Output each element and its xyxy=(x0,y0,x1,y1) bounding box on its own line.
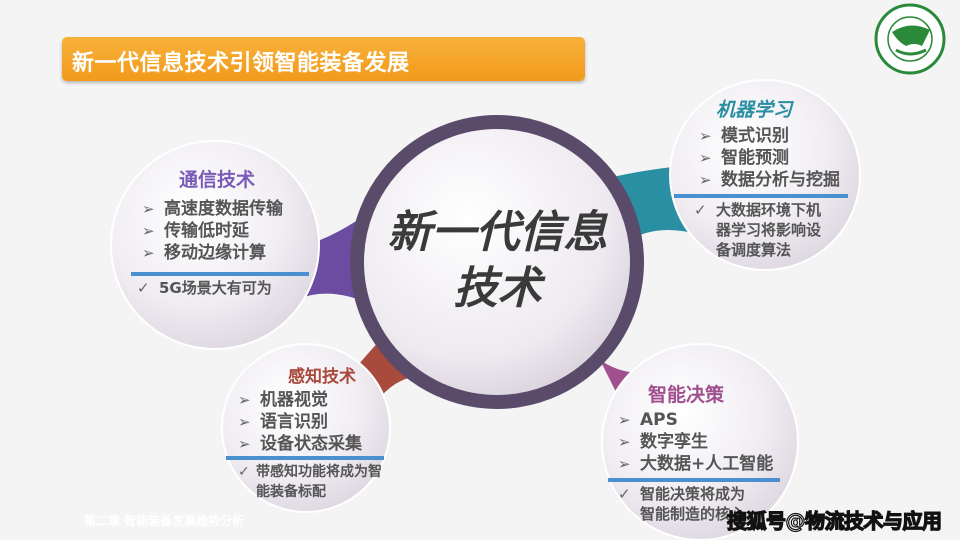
center-label: 新一代信息 技术 xyxy=(375,205,620,317)
note: ✓ 智能决策将成为智能制造的核心 xyxy=(618,484,758,524)
item-text: 大数据+人工智能 xyxy=(640,454,774,474)
bubble-comm-circle xyxy=(110,140,320,350)
check-icon: ✓ xyxy=(238,464,250,480)
note-text: 5G场景大有可为 xyxy=(159,279,272,297)
center-ring xyxy=(350,115,644,409)
item-text: 语言识别 xyxy=(260,412,328,432)
arrow-icon: ➢ xyxy=(618,455,631,473)
bubble-ml: 机器学习 ➢ 模式识别 ➢ 智能预测 ➢ 数据分析与挖掘 ✓ 大数据环境下机器学习将影响… xyxy=(674,95,854,260)
arrow-icon: ➢ xyxy=(618,411,631,429)
list-item: ➢ 传输低时延 xyxy=(137,220,312,242)
list-item: ➢ 模式识别 xyxy=(694,125,854,147)
check-icon: ✓ xyxy=(618,485,631,503)
arrow-icon: ➢ xyxy=(699,171,712,189)
list-item: ➢ 设备状态采集 xyxy=(238,433,388,455)
separator xyxy=(131,272,309,276)
item-text: 传输低时延 xyxy=(164,221,249,241)
bubble-title: 机器学习 xyxy=(716,99,793,121)
bubble-sense-circle xyxy=(221,343,391,513)
note: ✓ 带感知功能将成为智能装备标配 xyxy=(238,462,388,502)
arrow-icon: ➢ xyxy=(238,413,251,431)
list-item: ➢ 数据分析与挖掘 xyxy=(694,169,854,191)
item-text: 数据分析与挖掘 xyxy=(721,170,840,190)
bubble-ml-circle xyxy=(669,79,861,271)
note: ✓ 大数据环境下机器学习将影响设备调度算法 xyxy=(694,200,834,260)
list-item: ➢ 机器视觉 xyxy=(238,389,388,411)
watermark: 搜狐号@物流技术与应用 xyxy=(726,508,942,533)
list-item: ➢ APS xyxy=(618,409,788,431)
arrow-icon: ➢ xyxy=(699,127,712,145)
bubble-title: 通信技术 xyxy=(178,169,255,191)
bubble-decision-circle xyxy=(601,343,799,540)
arrow-icon: ➢ xyxy=(142,222,155,240)
bubble-decision: 智能决策 ➢ APS ➢ 数字孪生 ➢ 大数据+人工智能 ✓ 智能决策将成为智能制造的核… xyxy=(608,380,788,524)
footer-chapter: 第二章 智能装备发展趋势分析 xyxy=(84,514,245,528)
bubble-title: 感知技术 xyxy=(288,367,356,387)
arrow-icon: ➢ xyxy=(142,200,155,218)
list-item: ➢ 移动边缘计算 xyxy=(137,242,312,264)
list-item: ➢ 语言识别 xyxy=(238,411,388,433)
university-logo xyxy=(874,3,946,75)
slide-title: 新一代信息技术引领智能装备发展 xyxy=(72,51,410,76)
list-item: ➢ 智能预测 xyxy=(694,147,854,169)
bubble-title: 智能决策 xyxy=(648,384,725,406)
note-text: 带感知功能将成为智能装备标配 xyxy=(256,464,382,500)
bubble-comm: 通信技术 ➢ 高速度数据传输 ➢ 传输低时延 ➢ 移动边缘计算 ✓ 5G场景大有可为 xyxy=(131,165,312,298)
center-line-1: 新一代信息 xyxy=(387,207,608,258)
item-text: 移动边缘计算 xyxy=(164,243,266,263)
item-text: 设备状态采集 xyxy=(260,434,362,454)
note-text: 智能决策将成为智能制造的核心 xyxy=(640,485,746,523)
item-text: 高速度数据传输 xyxy=(164,199,283,219)
item-text: APS xyxy=(640,410,678,430)
list-item: ➢ 大数据+人工智能 xyxy=(618,453,788,475)
separator xyxy=(226,456,384,460)
bubble-sense: 感知技术 ➢ 机器视觉 ➢ 语言识别 ➢ 设备状态采集 ✓ 带感知功能将成为智能装备标配 xyxy=(226,362,388,502)
item-text: 智能预测 xyxy=(721,148,789,168)
separator xyxy=(674,194,848,198)
check-icon: ✓ xyxy=(137,279,150,297)
arrow-icon: ➢ xyxy=(238,435,251,453)
arrow-icon: ➢ xyxy=(618,433,631,451)
item-text: 数字孪生 xyxy=(640,432,708,452)
item-text: 模式识别 xyxy=(721,126,789,146)
arrow-icon: ➢ xyxy=(699,149,712,167)
list-item: ➢ 数字孪生 xyxy=(618,431,788,453)
arrow-icon: ➢ xyxy=(238,391,251,409)
title-bar: 新一代信息技术引领智能装备发展 xyxy=(62,37,585,81)
arrow-icon: ➢ xyxy=(142,244,155,262)
note: ✓ 5G场景大有可为 xyxy=(137,278,277,298)
separator xyxy=(608,478,780,482)
list-item: ➢ 高速度数据传输 xyxy=(137,198,312,220)
check-icon: ✓ xyxy=(694,201,707,219)
center-line-2: 技术 xyxy=(453,263,542,314)
item-text: 机器视觉 xyxy=(260,390,328,410)
note-text: 大数据环境下机器学习将影响设备调度算法 xyxy=(716,201,822,259)
